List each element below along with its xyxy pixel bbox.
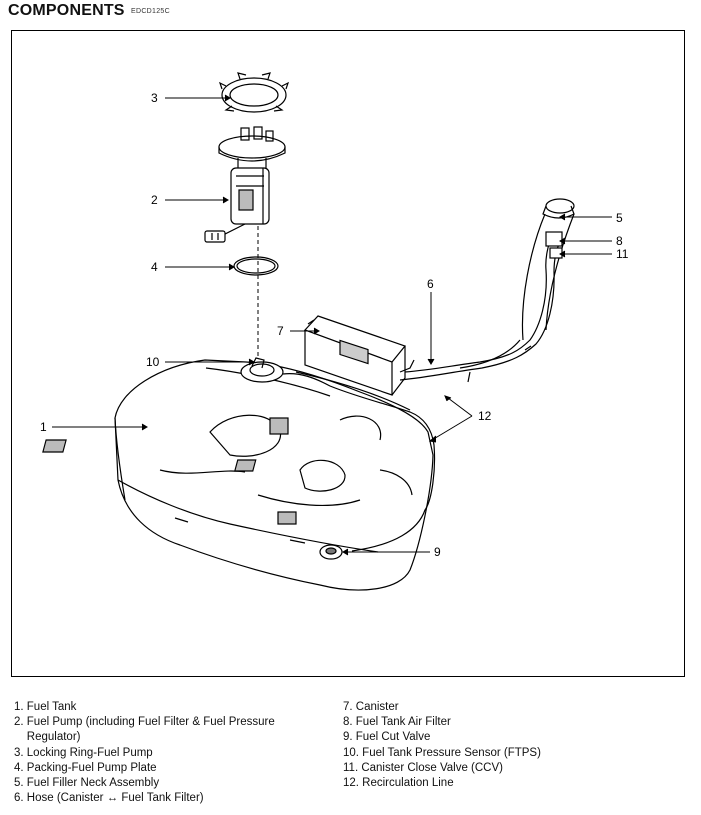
legend-item-locking-ring: 3. Locking Ring-Fuel Pump — [14, 746, 153, 759]
legend-right-column: 7. Canister 8. Fuel Tank Air Filter 9. F… — [343, 700, 673, 791]
legend-item-filler-neck: 5. Fuel Filler Neck Assembly — [14, 777, 160, 790]
locking-ring-fuel-pump — [218, 72, 290, 113]
figure-code: EDCD125C — [131, 8, 170, 15]
hose-and-recirculation-lines — [282, 235, 561, 552]
callout-7: 7 — [277, 324, 284, 338]
callout-9: 9 — [434, 545, 441, 559]
callout-11: 11 — [616, 247, 629, 261]
legend-item-pressure-sensor: 10. Fuel Tank Pressure Sensor (FTPS) — [343, 746, 541, 759]
canister — [303, 315, 415, 396]
legend-item-recirculation-line: 12. Recirculation Line — [343, 777, 454, 790]
callout-5: 5 — [616, 211, 623, 225]
callout-3: 3 — [151, 91, 158, 105]
legend-item-close-valve: 11. Canister Close Valve (CCV) — [343, 761, 503, 774]
legend-item-hose: 6. Hose (Canister ↔ Fuel Tank Filter) — [14, 792, 204, 805]
fuel-filler-neck-assembly — [459, 198, 575, 369]
legend-item-fuel-pump: 2. Fuel Pump (including Fuel Filter & Fu… — [14, 716, 275, 744]
callout-10: 10 — [146, 355, 160, 369]
leader-lines — [52, 94, 612, 556]
legend-item-fuel-cut-valve: 9. Fuel Cut Valve — [343, 731, 431, 744]
fuel-cut-valve — [319, 544, 343, 560]
fuel-tank-pressure-sensor — [240, 357, 284, 383]
callout-2: 2 — [151, 193, 158, 207]
packing-fuel-pump-plate — [233, 256, 279, 276]
legend-item-fuel-tank: 1. Fuel Tank — [14, 701, 77, 713]
diagram-frame — [11, 30, 685, 677]
legend-item-air-filter: 8. Fuel Tank Air Filter — [343, 716, 451, 729]
legend-left-column: 1. Fuel Tank 2. Fuel Pump (including Fue… — [14, 700, 314, 806]
callout-6: 6 — [427, 277, 434, 291]
page-title: COMPONENTS — [8, 2, 125, 19]
callout-4: 4 — [151, 260, 158, 274]
legend-item-packing: 4. Packing-Fuel Pump Plate — [14, 761, 157, 774]
callout-8: 8 — [616, 234, 623, 248]
fuel-tank — [42, 359, 434, 591]
legend-item-canister: 7. Canister — [343, 701, 399, 713]
fuel-pump-assembly — [204, 126, 286, 243]
callout-12: 12 — [478, 409, 492, 423]
callout-1: 1 — [40, 420, 47, 434]
